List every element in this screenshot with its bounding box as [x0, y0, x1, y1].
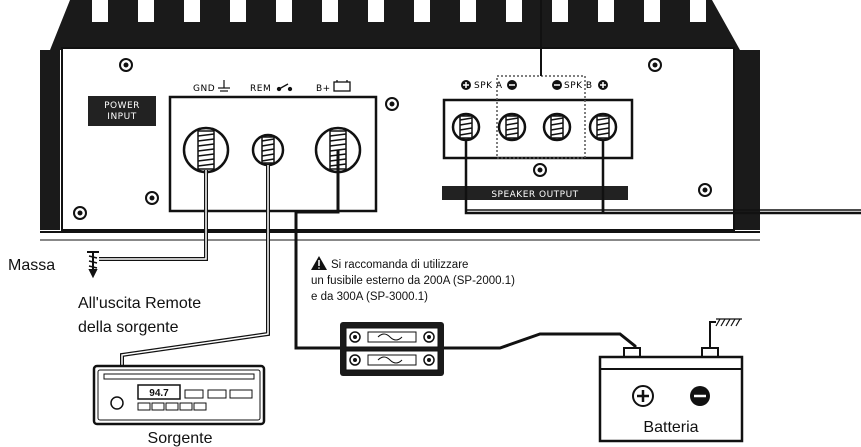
rem-terminal: [251, 133, 285, 167]
massa-label: Massa: [8, 257, 55, 274]
amp-right-side: [735, 50, 760, 230]
minus-icon: [507, 80, 517, 90]
plus-icon: [598, 80, 608, 90]
speaker-terminal: [451, 112, 481, 142]
wires: [99, 0, 861, 366]
speaker-output-badge: [442, 186, 628, 200]
ground-icon: [218, 80, 230, 92]
amp-left-side: [40, 50, 60, 230]
remote-label-line2: della sorgente: [78, 319, 179, 336]
fuse-holder: [340, 322, 444, 376]
spk-b-label: SPK B: [564, 81, 593, 91]
panel-screw: [698, 183, 712, 197]
spk-a-label: SPK A: [474, 81, 503, 91]
warning-line3: e da 300A (SP-3000.1): [311, 291, 428, 303]
panel-screw: [533, 163, 547, 177]
power-wire: [294, 150, 342, 350]
battery: [598, 347, 744, 443]
plus-icon: [461, 80, 471, 90]
battery-ground-wire: [709, 321, 716, 354]
battery-wire: [440, 332, 637, 354]
speaker-wire: [464, 140, 861, 215]
panel-screw: [648, 58, 662, 72]
head-unit: [92, 364, 266, 426]
bplus-label: B+: [316, 84, 331, 94]
panel-screw: [73, 206, 87, 220]
power-input-line1: POWER: [104, 101, 140, 111]
battery-minus-icon: [690, 386, 710, 406]
minus-icon: [552, 80, 562, 90]
power-input-badge: [88, 96, 156, 126]
radio-display: [137, 384, 181, 400]
batteria-label: Batteria: [643, 419, 698, 436]
switch-icon: [276, 83, 293, 92]
heatsink-fins: [50, 0, 740, 50]
battery-icon: [333, 80, 351, 92]
battery-plus-icon: [632, 385, 654, 407]
rem-label: REM: [250, 84, 271, 94]
speaker-terminal: [497, 112, 527, 142]
panel-screw: [119, 58, 133, 72]
chassis-ground-icon: [87, 251, 99, 279]
gnd-terminal: [182, 126, 230, 174]
speaker-output-label: SPEAKER OUTPUT: [491, 190, 578, 200]
radio-display-text: 94.7: [149, 388, 169, 399]
sorgente-label: Sorgente: [148, 430, 213, 447]
warning-line2: un fusibile esterno da 200A (SP-2000.1): [311, 275, 515, 287]
volume-knob: [110, 396, 124, 410]
amplifier: POWER INPUT GND REM B+: [40, 0, 760, 241]
speaker-terminal: [542, 112, 572, 142]
earth-hatch-icon: [715, 318, 742, 327]
warning-icon: [311, 256, 327, 270]
warning-line1: Si raccomanda di utilizzare: [331, 259, 468, 271]
panel-screw: [385, 97, 399, 111]
speaker-terminal: [588, 112, 618, 142]
panel-screw: [145, 191, 159, 205]
gnd-label: GND: [193, 84, 215, 94]
power-input-line2: INPUT: [107, 112, 136, 122]
remote-label-line1: All'uscita Remote: [78, 295, 201, 312]
